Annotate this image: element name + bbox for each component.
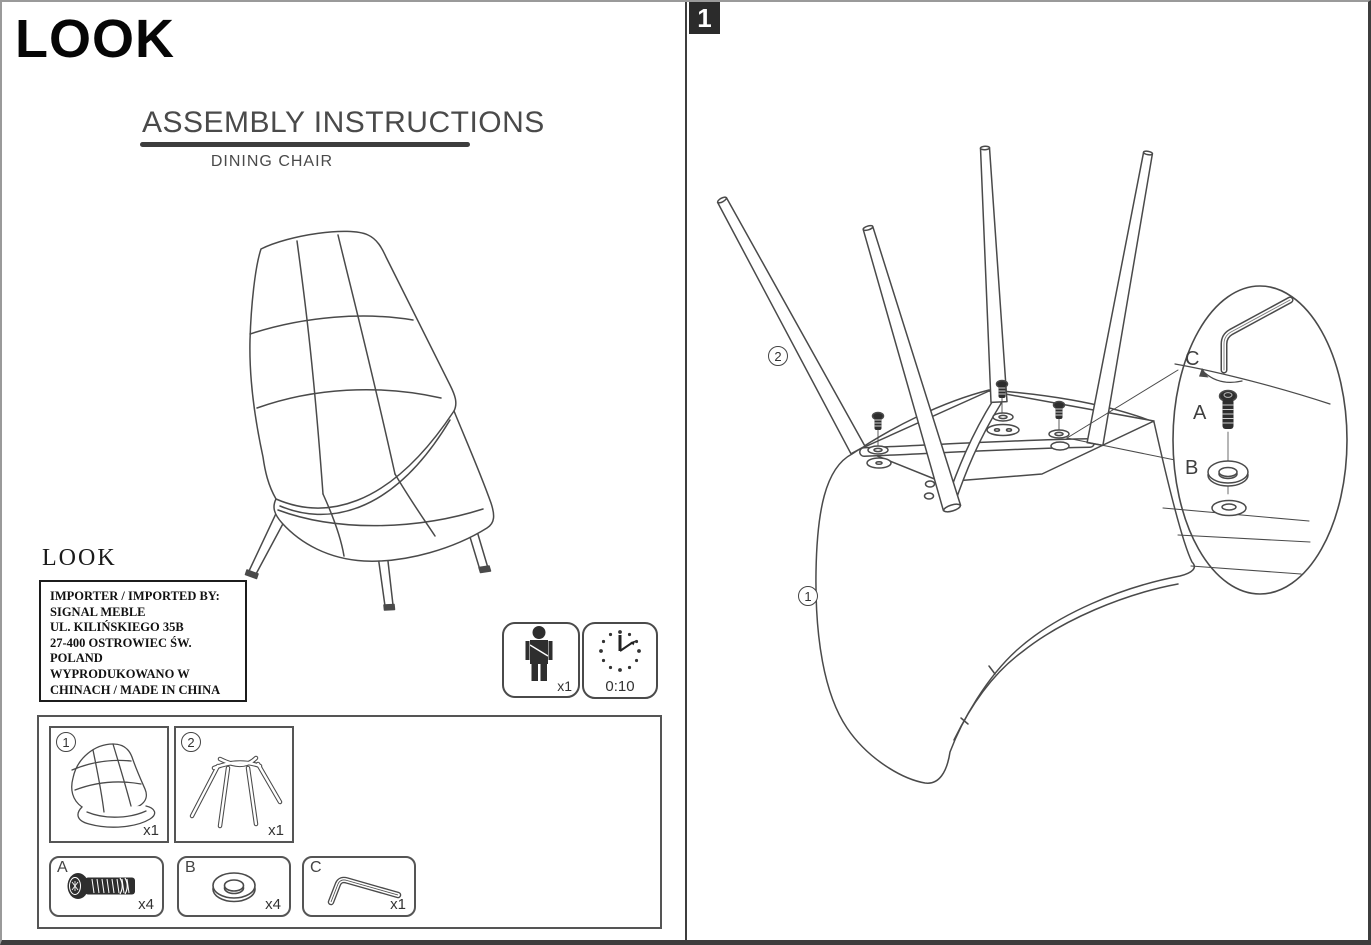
hardware-letter: C [310, 859, 322, 876]
importer-line: CHINACH / MADE IN CHINA [50, 682, 221, 697]
hardware-qty: x1 [390, 896, 406, 913]
part-number-badge: 2 [181, 732, 201, 752]
title-underline [140, 142, 470, 147]
page-title: ASSEMBLY INSTRUCTIONS [142, 106, 545, 139]
importer-line: SIGNAL MEBLE [50, 604, 146, 619]
seat-part-icon [51, 728, 167, 841]
part-number-badge: 1 [56, 732, 76, 752]
page-divider [685, 2, 687, 940]
part-qty: x1 [268, 822, 284, 839]
callout-part-1: 1 [798, 586, 818, 606]
importer-line: 27-400 OSTROWIEC ŚW. [50, 635, 192, 650]
importer-line: WYPRODUKOWANO W [50, 666, 190, 681]
part-box-seat: 1 x1 [49, 726, 169, 843]
hardware-box-washer: B x4 [177, 856, 291, 917]
assembly-time-value: 0:10 [605, 678, 635, 695]
part-box-leg-frame: 2 x1 [174, 726, 294, 843]
step-number-badge: 1 [689, 2, 720, 34]
hardware-qty: x4 [138, 896, 154, 913]
assembly-step-diagram [689, 2, 1371, 945]
importer-info-box: IMPORTER / IMPORTED BY: SIGNAL MEBLE UL.… [39, 580, 247, 702]
importer-line: UL. KILIŃSKIEGO 35B [50, 620, 184, 635]
callout-part-2: 2 [768, 346, 788, 366]
hardware-qty: x4 [265, 896, 281, 913]
page-subtitle: DINING CHAIR [210, 153, 334, 170]
allen-key-icon [304, 858, 414, 915]
hardware-letter: A [57, 859, 68, 876]
hardware-letter: B [185, 859, 196, 876]
assembly-persons-badge: x1 [502, 622, 580, 698]
brand-mark-text: LOOK [42, 545, 117, 571]
person-icon [525, 626, 553, 681]
person-count: x1 [557, 678, 572, 694]
importer-line: IMPORTER / IMPORTED BY: [50, 589, 220, 603]
hardware-box-bolt: A x4 [49, 856, 164, 917]
callout-hardware-a: A [1193, 402, 1207, 424]
bolt-icon [67, 873, 135, 899]
assembly-time-badge: 0:10 [582, 622, 658, 699]
clock-icon [599, 630, 641, 672]
importer-line: POLAND [50, 651, 103, 666]
callout-hardware-b: B [1185, 457, 1199, 479]
washer-icon [179, 858, 289, 915]
parts-list-box: 1 x1 2 [37, 715, 662, 929]
hardware-box-allen-key: C x1 [302, 856, 416, 917]
leg-frame-part-icon [176, 728, 292, 841]
chair-line-drawing [217, 222, 517, 622]
part-qty: x1 [143, 822, 159, 839]
callout-hardware-c: C [1185, 348, 1200, 370]
brand-logo: LOOK [15, 9, 175, 69]
